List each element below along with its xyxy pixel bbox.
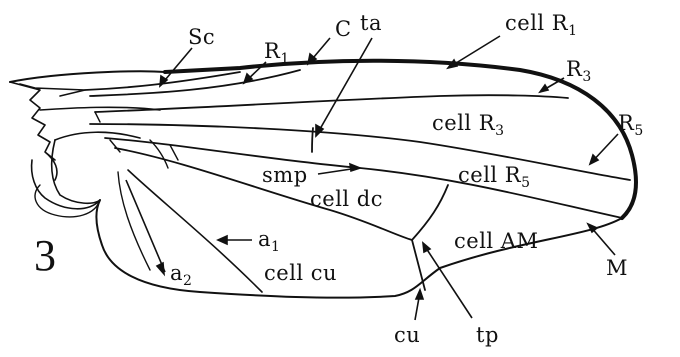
crossvein-tp	[412, 185, 448, 240]
label-cell-cu: cell cu	[264, 261, 337, 285]
label-a2: a2	[170, 261, 192, 289]
label-cell-r5: cell R5	[458, 163, 531, 191]
label-a1: a1	[258, 227, 280, 255]
label-r5: R5	[618, 111, 644, 139]
label-sc: Sc	[188, 25, 215, 49]
leader-a2	[126, 180, 165, 272]
arrowhead-a1	[218, 236, 227, 244]
label-cell-am: cell AM	[454, 229, 538, 253]
wing-base	[10, 82, 160, 180]
label-tp: tp	[476, 323, 499, 347]
vein-r1	[90, 70, 300, 96]
arrowhead-sc	[160, 76, 167, 86]
label-r3: R3	[566, 57, 592, 85]
label-r1: R1	[264, 39, 290, 67]
alula-lobe	[32, 140, 100, 209]
arrowhead-cu	[416, 290, 423, 299]
crossvein-ta	[312, 128, 313, 152]
leader-tp	[424, 245, 472, 318]
label-smp: smp	[262, 163, 308, 187]
arrowhead-tp	[423, 243, 430, 252]
label-ta: ta	[360, 11, 382, 35]
vein-r5	[90, 124, 630, 180]
vein-a2	[118, 172, 150, 270]
label-cell-r3: cell R3	[432, 111, 505, 139]
label-cell-r1: cell R1	[505, 11, 578, 39]
figure-number: 3	[34, 231, 56, 280]
arrowhead-a2	[157, 263, 164, 274]
leader-ta	[316, 38, 372, 136]
label-cu: cu	[394, 323, 420, 347]
calypter-lobe	[35, 185, 100, 217]
label-c: C	[335, 17, 352, 41]
label-cell-dc: cell dc	[310, 187, 383, 211]
label-m: M	[606, 256, 628, 280]
arrowhead-smp	[350, 164, 360, 171]
arrowhead-r3	[540, 85, 548, 92]
